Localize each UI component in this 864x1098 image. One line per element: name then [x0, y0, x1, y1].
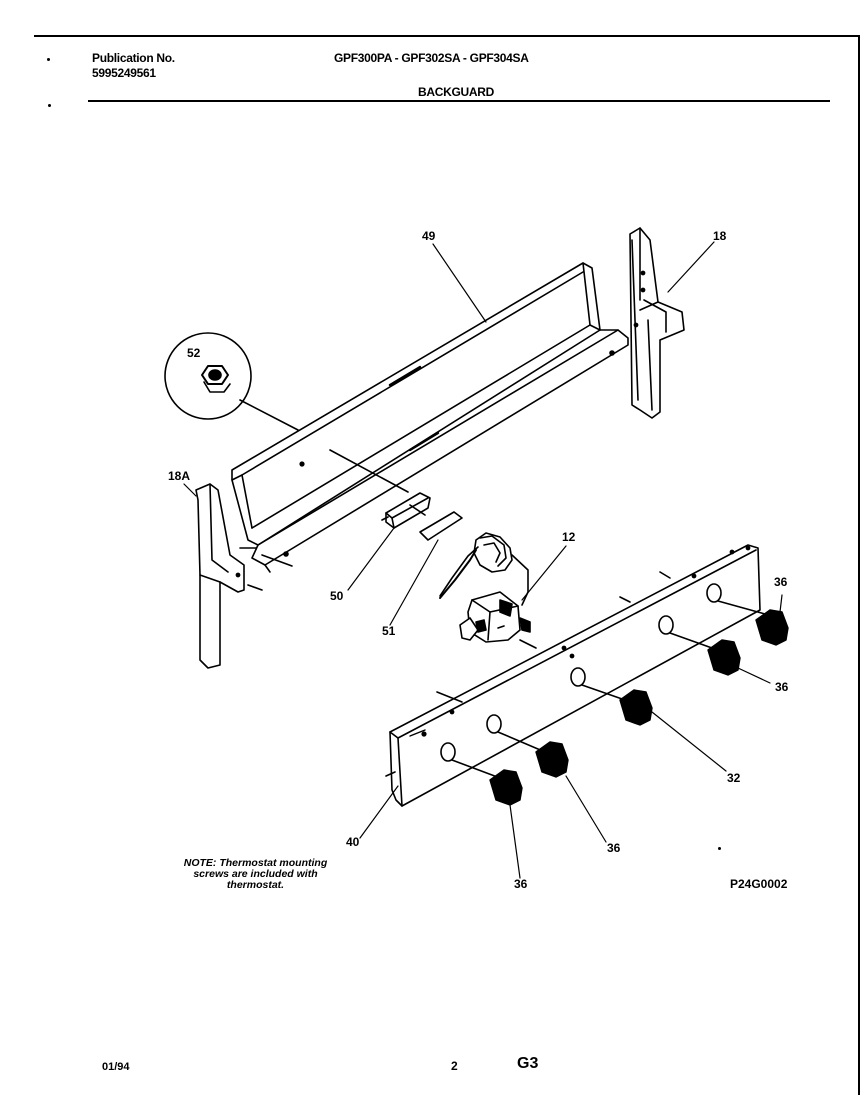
thermostat-note: NOTE: Thermostat mounting screws are inc… [183, 857, 328, 891]
scan-speck [48, 104, 51, 107]
drawing-code: P24G0002 [730, 877, 788, 891]
knob-set [489, 609, 789, 806]
callout-36-right: 36 [775, 680, 789, 694]
callout-40: 40 [346, 835, 360, 849]
footer-page-number: 2 [451, 1059, 458, 1073]
model-numbers: GPF300PA - GPF302SA - GPF304SA [334, 51, 529, 65]
callout-36-top-right: 36 [774, 575, 788, 589]
scan-speck [718, 847, 721, 850]
callout-18: 18 [713, 229, 727, 243]
page-frame [34, 35, 860, 1095]
header-rule [88, 100, 830, 102]
nut-callout-52 [164, 332, 299, 431]
callout-36-middle: 36 [607, 841, 621, 855]
scan-speck [47, 58, 50, 61]
end-cap-18a [195, 483, 263, 669]
control-panel-40 [385, 544, 766, 807]
label-51 [409, 504, 463, 541]
end-cap-18 [629, 227, 685, 419]
footer-code: G3 [517, 1055, 539, 1072]
footer-date: 01/94 [102, 1061, 130, 1073]
callout-51: 51 [382, 624, 396, 638]
publication-label: Publication No. [92, 51, 175, 65]
section-title: BACKGUARD [418, 85, 494, 99]
callout-12: 12 [562, 530, 576, 544]
callout-18a: 18A [168, 469, 191, 483]
leader-lines [183, 241, 783, 879]
callout-49: 49 [422, 229, 436, 243]
callout-32: 32 [727, 771, 741, 785]
publication-number: 5995249561 [92, 66, 156, 80]
backguard-panel-49 [231, 262, 629, 573]
callout-50: 50 [330, 589, 344, 603]
thermostat-12 [439, 532, 537, 649]
callout-36-bottom: 36 [514, 877, 528, 891]
clip-50 [329, 449, 431, 529]
callout-52: 52 [187, 346, 201, 360]
